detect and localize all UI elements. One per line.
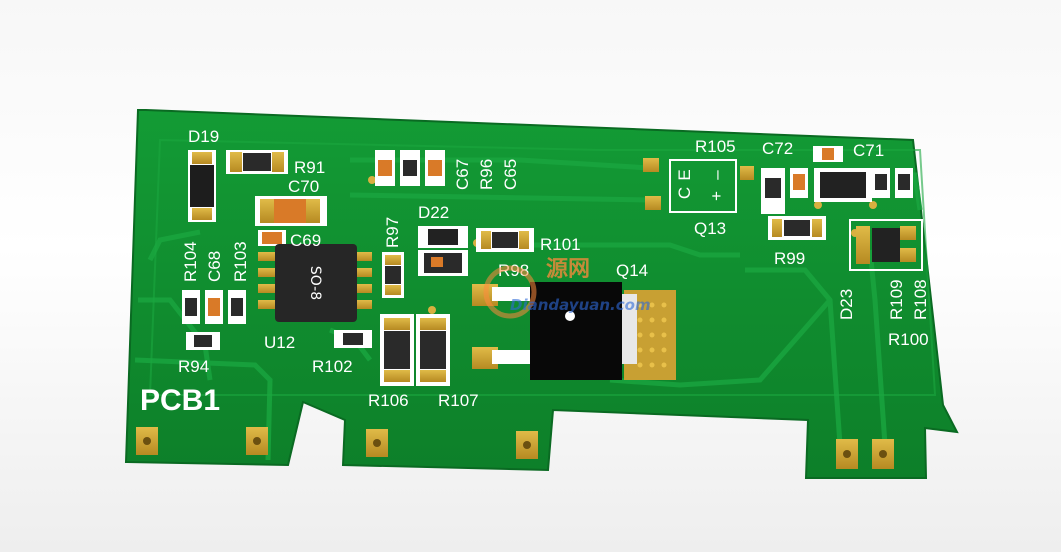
transistor-q14 bbox=[472, 282, 676, 380]
label-c67: C67 bbox=[453, 159, 472, 190]
q13-mark-e: E bbox=[675, 169, 694, 180]
board-name-pcb1: PCB1 bbox=[140, 384, 220, 417]
resistor-r101 bbox=[476, 228, 534, 252]
label-r91: R91 bbox=[294, 158, 325, 177]
ic-u12: SO-8 bbox=[258, 244, 372, 322]
capacitor-c69 bbox=[258, 230, 286, 246]
chip-marking-so8: SO-8 bbox=[307, 266, 323, 300]
q13-mark-minus: – bbox=[707, 170, 726, 180]
diode-d22 bbox=[418, 226, 468, 276]
label-r109: R109 bbox=[887, 279, 906, 320]
transistor-q13-footprint: C E – + bbox=[643, 158, 754, 213]
label-r97: R97 bbox=[383, 217, 402, 248]
label-r104: R104 bbox=[181, 241, 200, 282]
label-r94: R94 bbox=[178, 357, 209, 376]
resistors-r106-r107 bbox=[380, 314, 450, 386]
label-r106: R106 bbox=[368, 391, 409, 410]
label-d22: D22 bbox=[418, 203, 449, 222]
capacitor-c70 bbox=[255, 196, 327, 226]
label-c72: C72 bbox=[762, 139, 793, 158]
passives-left-cluster bbox=[182, 290, 246, 350]
resistor-r97 bbox=[382, 252, 404, 298]
label-c65: C65 bbox=[501, 159, 520, 190]
label-r103: R103 bbox=[231, 241, 250, 282]
label-q13: Q13 bbox=[694, 219, 726, 238]
label-r100: R100 bbox=[888, 330, 929, 349]
label-q14: Q14 bbox=[616, 261, 648, 280]
ground-pour-outline bbox=[148, 138, 937, 396]
resistor-r102 bbox=[334, 330, 372, 348]
label-r102: R102 bbox=[312, 357, 353, 376]
label-c71: C71 bbox=[853, 141, 884, 160]
label-c68: C68 bbox=[205, 251, 224, 282]
label-r101: R101 bbox=[540, 235, 581, 254]
resistor-r91 bbox=[226, 150, 288, 174]
watermark: 源网 Diandayuan.com bbox=[483, 257, 651, 319]
q13-mark-plus: + bbox=[707, 191, 726, 201]
edge-connector-pads bbox=[136, 427, 894, 469]
label-d23: D23 bbox=[837, 289, 856, 320]
watermark-en: Diandayuan.com bbox=[510, 296, 651, 314]
label-d19: D19 bbox=[188, 127, 219, 146]
passives-c67-r96-c65 bbox=[375, 150, 445, 186]
label-c70: C70 bbox=[288, 177, 319, 196]
passives-right-cluster bbox=[761, 146, 923, 271]
diode-d19 bbox=[188, 150, 216, 222]
label-u12: U12 bbox=[264, 333, 295, 352]
label-r96: R96 bbox=[477, 159, 496, 190]
label-r105: R105 bbox=[695, 137, 736, 156]
silkscreen-labels: D19 R91 C70 C69 C67 R96 C65 R97 D22 R101… bbox=[140, 127, 930, 417]
label-r99: R99 bbox=[774, 249, 805, 268]
q13-mark-c: C bbox=[675, 187, 694, 199]
label-r107: R107 bbox=[438, 391, 479, 410]
label-c69: C69 bbox=[290, 231, 321, 250]
watermark-cn: 源网 bbox=[546, 257, 590, 282]
label-r108: R108 bbox=[911, 279, 930, 320]
